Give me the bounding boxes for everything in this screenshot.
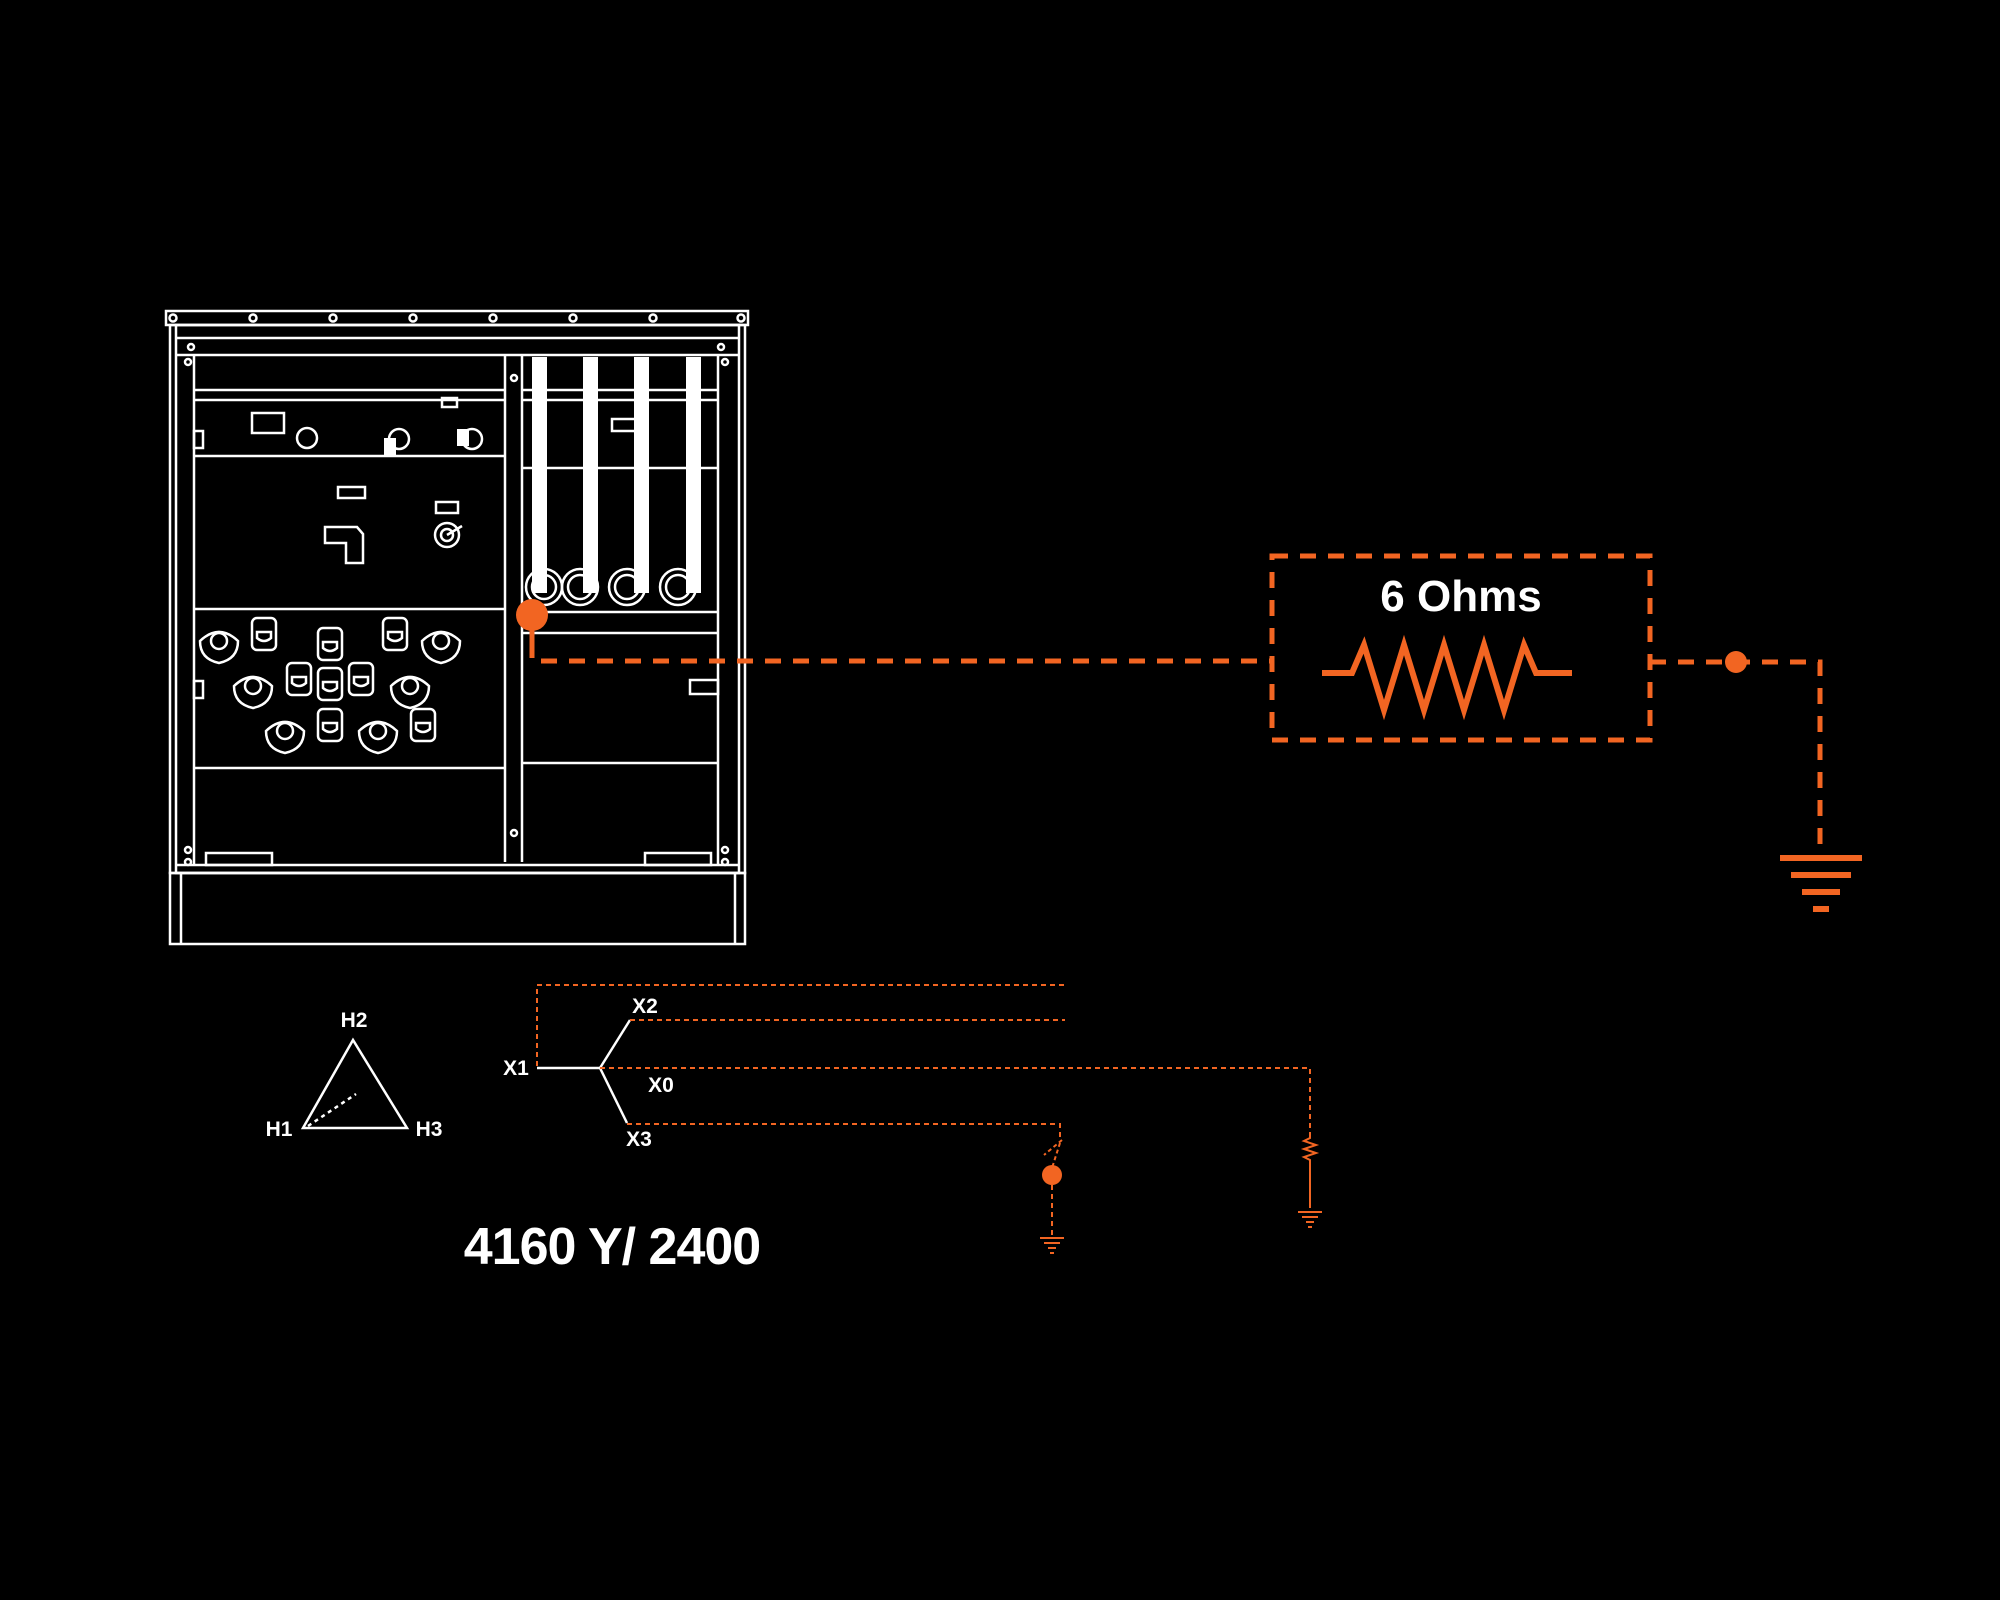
switch-icon [1042, 1139, 1063, 1235]
resistor-ground-icon [1298, 1211, 1322, 1228]
bushing-group [198, 616, 462, 755]
resistor-value-label: 6 Ohms [1380, 572, 1541, 621]
voltage-rating-label: 4160 Y/ 2400 [464, 1218, 760, 1276]
insulators [524, 567, 698, 607]
switch-ground-icon [1040, 1237, 1064, 1254]
ground-lead-node [1725, 651, 1747, 673]
ground-conductor-dashed [529, 642, 1272, 664]
resistor-icon [1322, 634, 1572, 721]
secondary-circuit-lines [536, 984, 1311, 1140]
wye-label-x0: X0 [648, 1074, 674, 1097]
resistor-box: 6 Ohms [1269, 553, 1653, 743]
ground-lead-dashed [1650, 659, 1823, 855]
wye-label-x2: X2 [632, 995, 658, 1018]
ground-icon [1780, 855, 1862, 912]
small-resistor-icon [1300, 1135, 1320, 1208]
delta-label-h2: H2 [341, 1009, 368, 1032]
neutral-connection-point [516, 599, 548, 642]
switchgear-cabinet-drawing [164, 309, 750, 946]
delta-label-h3: H3 [416, 1118, 443, 1141]
wye-secondary-symbol: X1 X2 X0 X3 [503, 995, 674, 1151]
delta-primary-symbol: H2 H1 H3 [266, 1009, 443, 1141]
delta-label-h1: H1 [266, 1118, 293, 1141]
wye-label-x3: X3 [626, 1128, 652, 1151]
bus-bars [532, 357, 701, 593]
wye-label-x1: X1 [503, 1057, 529, 1080]
